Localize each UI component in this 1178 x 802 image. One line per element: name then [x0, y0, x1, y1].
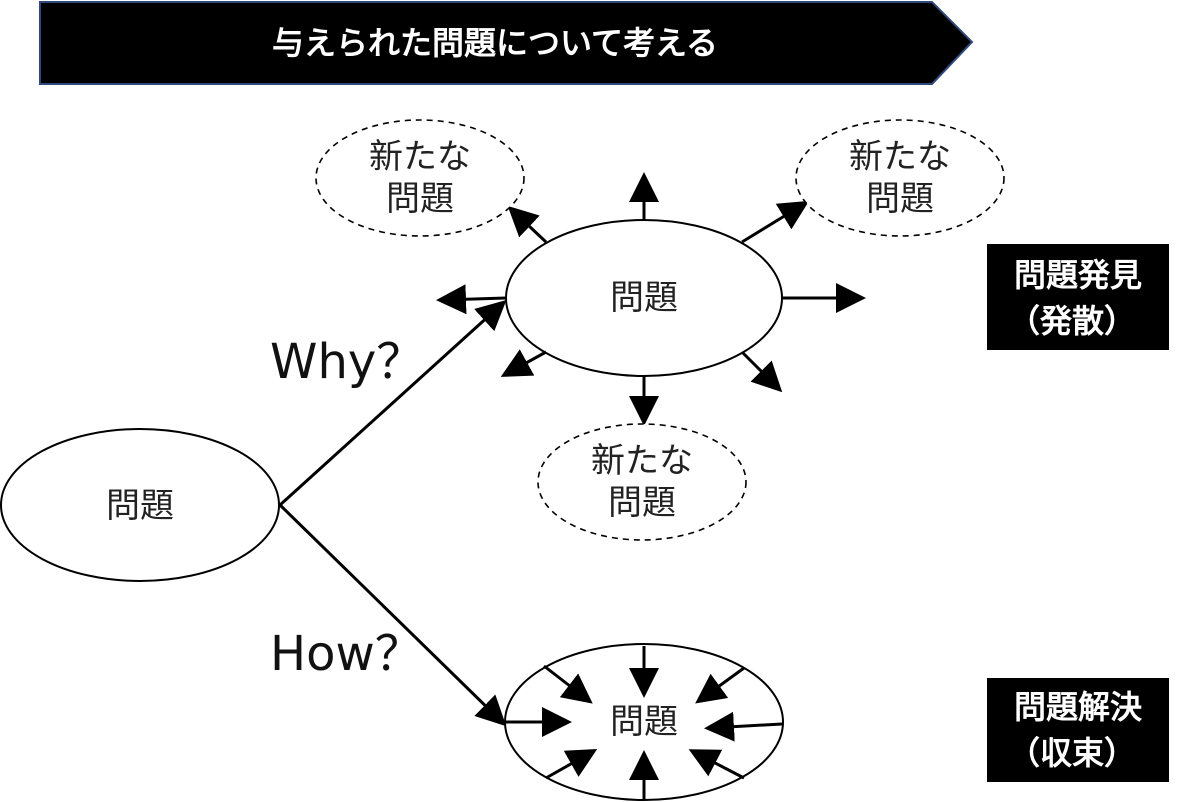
- new-problem-node-left: 新たな 問題: [315, 119, 525, 237]
- new-problem-left-line1: 新たな: [369, 137, 471, 177]
- out-arrow-lower-right: [740, 350, 783, 393]
- in-arrow-lower-right: [688, 749, 745, 780]
- new-problem-bottom-line1: 新たな: [591, 441, 693, 481]
- divergent-problem-label: 問題: [610, 278, 678, 318]
- out-arrow-left: [436, 284, 507, 315]
- divergent-arrows: [436, 172, 866, 426]
- in-arrow-right: [704, 711, 783, 742]
- new-problem-node-right: 新たな 問題: [795, 119, 1005, 237]
- solution-line2: （収束）: [1008, 734, 1136, 772]
- problem-discovery-label: 問題発見 （発散）: [987, 244, 1169, 350]
- convergent-problem-label: 問題: [610, 702, 678, 742]
- how-label: How？: [270, 626, 423, 682]
- new-problem-bottom-line2: 問題: [608, 483, 676, 523]
- in-arrow-lower-left: [545, 749, 598, 780]
- out-arrow-upper-left: [507, 205, 548, 244]
- new-problem-left-line2: 問題: [386, 179, 454, 219]
- title-text: 与えられた問題について考える: [272, 24, 718, 62]
- discovery-line1: 問題発見: [1014, 256, 1142, 294]
- in-arrow-upper-right: [695, 666, 745, 704]
- new-problem-right-line1: 新たな: [849, 137, 951, 177]
- new-problem-node-bottom: 新たな 問題: [537, 423, 747, 541]
- convergent-arrows: [506, 646, 783, 800]
- divergent-problem-node: 問題: [505, 219, 783, 377]
- how-arrow: [278, 503, 507, 727]
- solution-line1: 問題解決: [1014, 688, 1142, 726]
- root-problem-label: 問題: [106, 486, 174, 526]
- out-arrow-upper-right: [741, 200, 810, 244]
- why-label: Why？: [270, 334, 424, 390]
- out-arrow-lower-left: [500, 349, 547, 377]
- title-banner: 与えられた問題について考える: [39, 1, 974, 85]
- discovery-line2: （発散）: [1008, 302, 1136, 340]
- root-problem-node: 問題: [0, 428, 280, 582]
- why-arrow: [278, 299, 507, 507]
- new-problem-right-line2: 問題: [866, 179, 934, 219]
- in-arrow-upper-left: [543, 664, 593, 704]
- problem-solution-label: 問題解決 （収束）: [987, 678, 1169, 782]
